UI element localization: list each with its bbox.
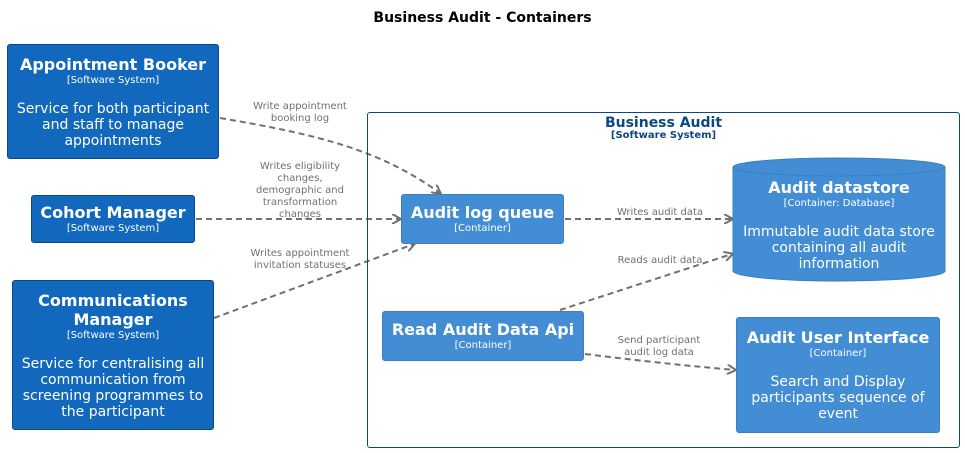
node-title: Cohort Manager xyxy=(40,203,186,222)
cohort-manager-node[interactable]: Cohort Manager [Software System] xyxy=(31,195,195,243)
audit-log-queue-node[interactable]: Audit log queue [Container] xyxy=(401,194,564,244)
node-type: [Software System] xyxy=(66,223,160,234)
node-title: Audit datastore xyxy=(768,178,910,197)
read-audit-data-api-node[interactable]: Read Audit Data Api [Container] xyxy=(382,311,584,361)
node-description: Service for centralising all communicati… xyxy=(21,355,205,420)
audit-datastore-cylinder-icon[interactable] xyxy=(732,157,946,285)
node-title: Appointment Booker xyxy=(19,54,207,74)
node-type: [Container] xyxy=(454,340,512,351)
node-description: Search and Display participants sequence… xyxy=(751,374,925,422)
audit-datastore-node: Audit datastore [Container: Database] Im… xyxy=(733,178,945,272)
node-description: Immutable audit data store containing al… xyxy=(743,224,935,272)
edge-api-to-datastore xyxy=(559,254,732,311)
node-title: Read Audit Data Api xyxy=(391,320,575,339)
node-type: [Container: Database] xyxy=(783,198,895,209)
edge-label-api-to-datastore: Reads audit data xyxy=(617,255,703,266)
node-type: [Container] xyxy=(454,223,511,234)
appointment-booker-node[interactable]: Appointment Booker [Software System] Ser… xyxy=(7,44,219,159)
node-description: Service for both participant and staff t… xyxy=(16,100,210,149)
edge-api-to-ui xyxy=(584,353,735,370)
node-title: Audit User Interface xyxy=(746,328,930,347)
edge-label-comms-to-queue: Writes appointment invitation statuses xyxy=(250,248,350,271)
edge-label-booker-to-queue: Write appointment booking log xyxy=(253,101,347,124)
diagram-title: Business Audit - Containers xyxy=(373,10,592,26)
boundary-title: Business Audit xyxy=(604,115,723,131)
node-title: Audit log queue xyxy=(410,203,555,222)
boundary-type: [Software System] xyxy=(610,130,717,141)
node-type: [Software System] xyxy=(66,329,160,341)
edge-label-cohort-to-queue: Writes eligibility changes, demographic … xyxy=(256,161,344,220)
business-audit-boundary: Business Audit [Software System] xyxy=(367,112,960,448)
communications-manager-node[interactable]: Communications Manager [Software System]… xyxy=(12,280,214,430)
node-type: [Container] xyxy=(809,348,867,359)
edge-label-queue-to-datastore: Writes audit data xyxy=(616,207,703,218)
edge-comms-to-queue xyxy=(213,244,414,319)
edge-label-api-to-ui: Send participant audit log data xyxy=(617,335,701,358)
node-title: Communications Manager xyxy=(38,290,188,329)
audit-user-interface-node[interactable]: Audit User Interface [Container] Search … xyxy=(736,317,940,433)
node-type: [Software System] xyxy=(66,74,160,86)
